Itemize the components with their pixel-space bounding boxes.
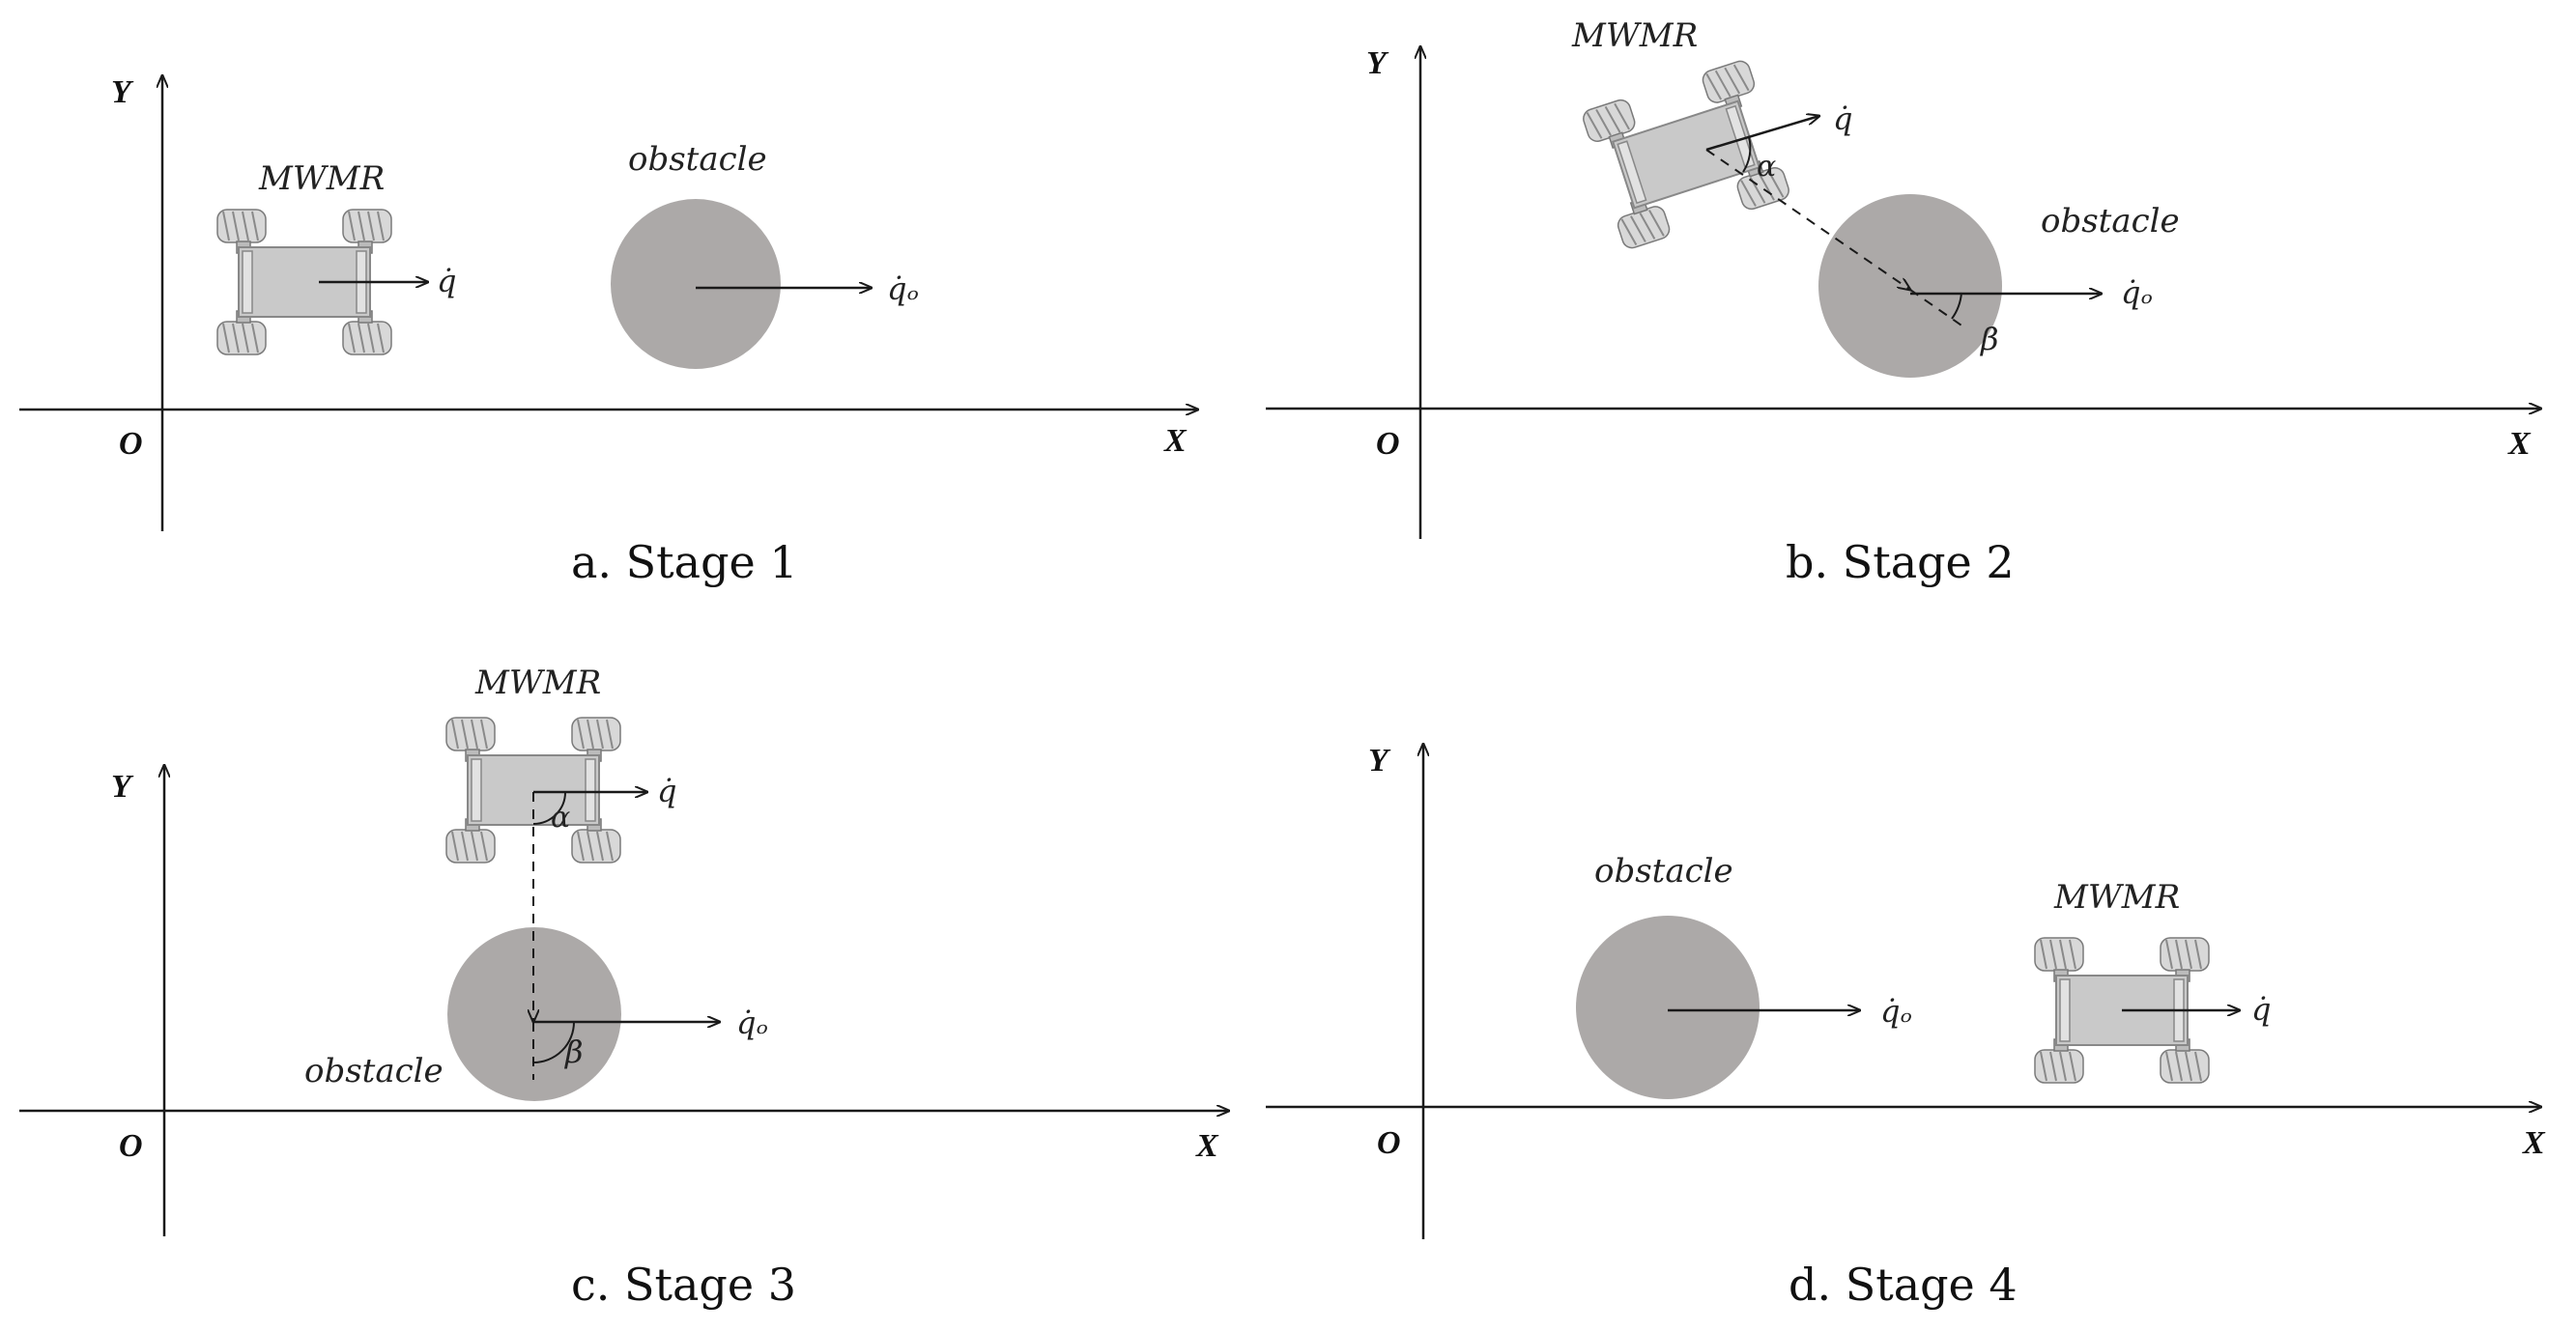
panel-caption: b. Stage 2 xyxy=(1786,536,2015,588)
x-axis-label: X xyxy=(2522,1125,2546,1161)
y-axis-label: Y xyxy=(1366,45,1389,81)
robot-velocity-label: q̇ xyxy=(2251,991,2271,1028)
obstacle-label: obstacle xyxy=(628,140,767,179)
panel-stage-4: Y X O obstacle q̇ₒ MWMR q̇ d. Stage 4 xyxy=(1266,743,2546,1311)
beta-arc xyxy=(532,1021,575,1063)
alpha-arc xyxy=(532,791,566,825)
obstacle-label: obstacle xyxy=(2041,202,2180,241)
alpha-arc xyxy=(1742,136,1752,173)
obstacle-velocity-label: q̇ₒ xyxy=(1880,993,1912,1030)
origin-label: O xyxy=(119,1128,143,1164)
beta-label: β xyxy=(1980,321,1999,357)
robot-label: MWMR xyxy=(474,664,601,702)
y-axis-label: Y xyxy=(111,769,134,805)
origin-label: O xyxy=(1376,426,1400,462)
robot-label: MWMR xyxy=(2053,878,2180,917)
x-axis-label: X xyxy=(1163,423,1188,459)
y-axis-label: Y xyxy=(1368,743,1391,779)
y-axis-label: Y xyxy=(111,74,134,110)
beta-reference-dashed xyxy=(1909,289,1968,330)
robot-label: MWMR xyxy=(258,159,385,198)
obstacle-circle xyxy=(1818,194,2002,378)
obstacle-label: obstacle xyxy=(304,1052,444,1090)
origin-label: O xyxy=(1377,1125,1401,1161)
line-of-sight-dashed xyxy=(1705,149,1910,290)
panel-caption: c. Stage 3 xyxy=(571,1259,796,1311)
robot-velocity-arrow xyxy=(1705,116,1819,152)
obstacle-circle xyxy=(1576,916,1760,1099)
panel-caption: a. Stage 1 xyxy=(571,536,798,588)
panel-caption: d. Stage 4 xyxy=(1789,1259,2018,1311)
panel-stage-1: Y X O MWMR q̇ obstacle q̇ₒ a. Stage 1 xyxy=(19,74,1198,588)
obstacle-velocity-label: q̇ₒ xyxy=(736,1005,768,1041)
robot-velocity-label: q̇ xyxy=(437,263,456,299)
x-axis-label: X xyxy=(2507,426,2532,462)
x-axis-label: X xyxy=(1195,1128,1219,1164)
alpha-label: α xyxy=(551,801,570,835)
alpha-label: α xyxy=(1757,150,1776,184)
robot-velocity-label: q̇ xyxy=(657,773,676,809)
mecanum-robot-icon xyxy=(445,717,621,864)
obstacle-circle xyxy=(611,199,781,369)
beta-label: β xyxy=(564,1034,584,1070)
panel-stage-2: Y X O MWMR q̇ α β obstacle q̇ₒ b. Stage … xyxy=(1266,16,2541,588)
obstacle-label: obstacle xyxy=(1594,852,1733,891)
robot-label: MWMR xyxy=(1571,16,1698,55)
robot-velocity-label: q̇ xyxy=(1833,100,1852,137)
origin-label: O xyxy=(119,426,143,462)
panel-stage-3: Y X O MWMR q̇ α β obstacle q̇ₒ c. Stage … xyxy=(19,664,1229,1311)
obstacle-velocity-label: q̇ₒ xyxy=(887,270,919,307)
obstacle-velocity-label: q̇ₒ xyxy=(2121,274,2153,311)
